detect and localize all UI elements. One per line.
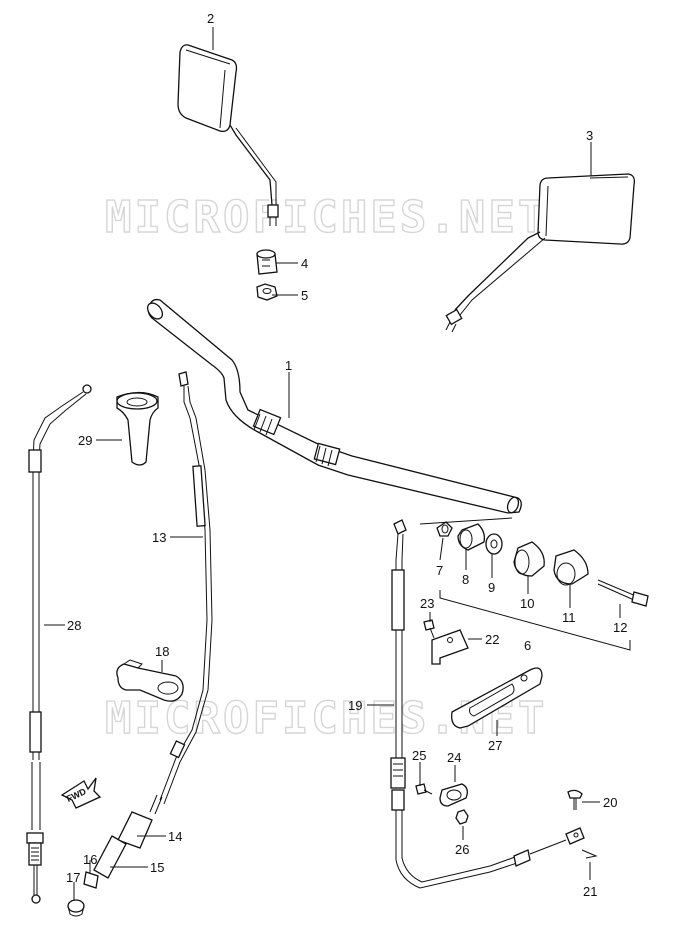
callout-26: 26 [455, 842, 469, 857]
callout-1: 1 [285, 358, 292, 373]
callout-27: 27 [488, 738, 502, 753]
left-mirror [177, 44, 279, 226]
callout-3: 3 [586, 128, 593, 143]
callout-11: 11 [562, 610, 576, 625]
callout-19: 19 [348, 698, 362, 713]
callout-6: 6 [524, 638, 531, 653]
callout-10: 10 [520, 596, 534, 611]
callout-13: 13 [152, 530, 166, 545]
cable-clip [439, 783, 468, 807]
clutch-cable [149, 371, 213, 815]
callout-24: 24 [447, 750, 461, 765]
clip-bolt [415, 783, 433, 795]
cable-boot [116, 391, 159, 466]
callout-5: 5 [301, 288, 308, 303]
callout-14: 14 [168, 829, 182, 844]
guide-plate [451, 667, 543, 729]
throttle-cable [26, 384, 92, 904]
clip-nut [455, 809, 469, 825]
callout-17: 17 [66, 870, 80, 885]
bracket-screw [423, 619, 435, 639]
mirror-adaptor [256, 249, 278, 275]
callout-7: 7 [436, 563, 443, 578]
bar-end-assembly [419, 517, 649, 651]
callout-20: 20 [603, 795, 617, 810]
callout-9: 9 [488, 580, 495, 595]
callout-16: 16 [83, 852, 97, 867]
cable-bracket [431, 629, 469, 665]
cable-cap [67, 899, 85, 917]
callout-18: 18 [155, 644, 169, 659]
cotter-pin [581, 849, 598, 859]
callout-15: 15 [150, 860, 164, 875]
watermark-top: MICROFICHES.NET [105, 192, 547, 243]
callout-23: 23 [420, 596, 434, 611]
callout-8: 8 [462, 572, 469, 587]
handlebar [146, 298, 522, 514]
callout-4: 4 [301, 256, 308, 271]
callout-2: 2 [207, 11, 214, 26]
callout-29: 29 [78, 433, 92, 448]
callout-28: 28 [67, 618, 81, 633]
callout-22: 22 [485, 632, 499, 647]
cable-sleeve [83, 871, 99, 889]
callout-25: 25 [412, 748, 426, 763]
cable-spring [117, 811, 153, 849]
mirror-nut [256, 283, 278, 301]
right-mirror [445, 173, 636, 333]
fwd-arrow: FWD [60, 777, 102, 809]
small-screw [567, 789, 583, 810]
leader-lines [44, 27, 621, 900]
cable-clamp [116, 659, 184, 702]
callout-21: 21 [583, 884, 597, 899]
cable-spring-lower [93, 835, 127, 879]
callout-12: 12 [613, 620, 627, 635]
choke-cable [390, 519, 585, 889]
